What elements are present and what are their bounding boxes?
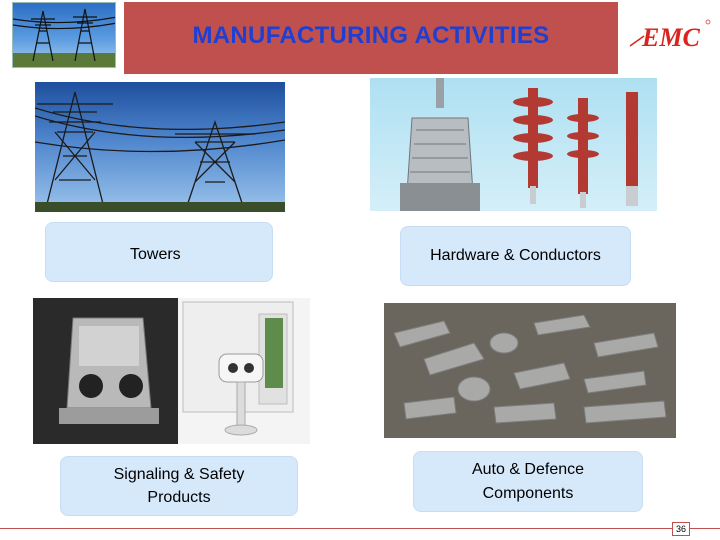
hardware-conductors-image (370, 78, 657, 211)
towers-caption: Towers (130, 246, 181, 263)
signaling-caption: Signaling & Safety Products (114, 463, 245, 509)
hardware-caption-box: Hardware & Conductors (400, 226, 631, 286)
logo-text: EMC (641, 23, 700, 52)
signaling-caption-box: Signaling & Safety Products (60, 456, 298, 516)
auto-defence-caption-line2: Components (482, 484, 574, 502)
auto-defence-caption-box: Auto & Defence Components (413, 451, 643, 512)
page-title: MANUFACTURING ACTIVITIES (192, 22, 550, 49)
signaling-safety-image (33, 298, 310, 444)
footer-rule (0, 528, 720, 529)
auto-defence-caption-line1: Auto & Defence (471, 461, 585, 479)
emc-logo: EMC (628, 16, 712, 56)
auto-defence-caption: Auto & Defence Components (472, 458, 584, 504)
page-number: 36 (672, 522, 690, 536)
towers-image (35, 82, 285, 212)
signaling-caption-line2: Products (147, 489, 211, 506)
towers-caption-box: Towers (45, 222, 273, 282)
title-band: MANUFACTURING ACTIVITIES (124, 2, 618, 74)
signaling-caption-line1: Signaling & Safety (113, 465, 245, 483)
auto-defence-image (384, 303, 676, 438)
header-transmission-tower-photo (12, 2, 116, 68)
tower-photo-icon (13, 8, 115, 67)
hardware-caption: Hardware & Conductors (430, 247, 601, 265)
